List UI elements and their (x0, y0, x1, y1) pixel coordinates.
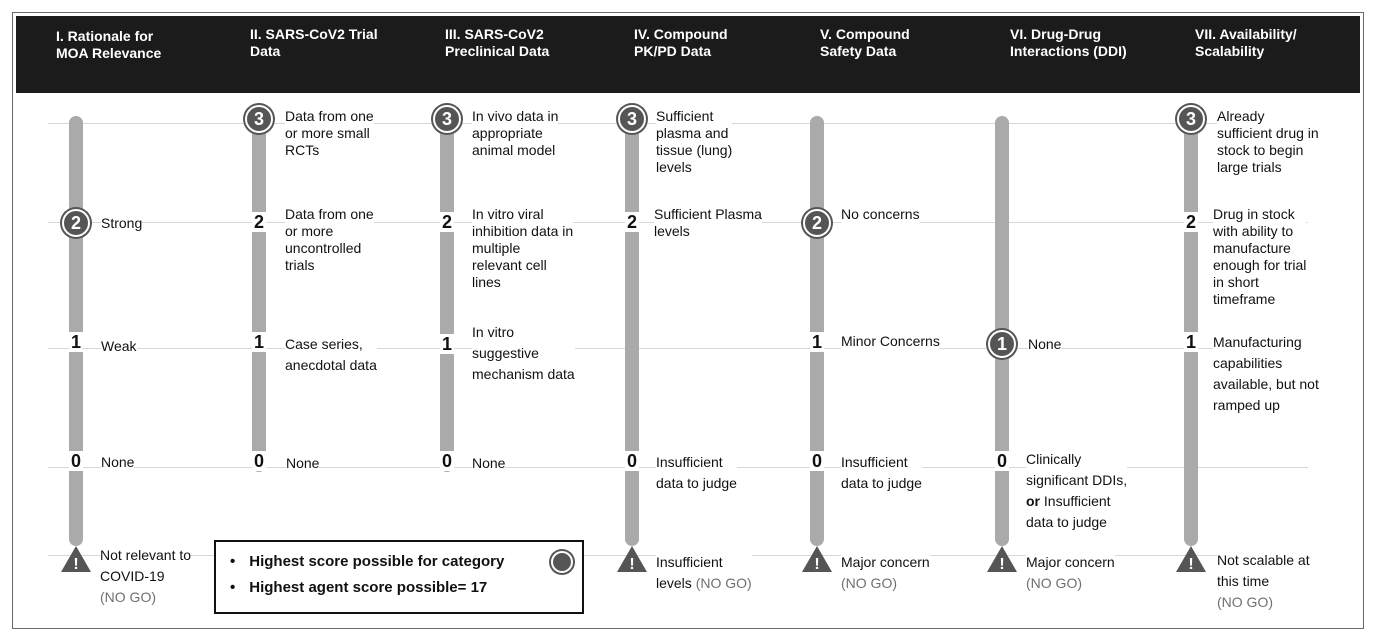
col7-no-go-tag: (NO GO) (1217, 594, 1273, 610)
col1-no-go-tag: (NO GO) (100, 589, 156, 605)
col2-max-score-badge: 3 (245, 105, 273, 133)
col4-level-2-label: Sufficient Plasma levels (654, 206, 762, 240)
col5-no-go-label: Major concern (NO GO) (841, 552, 930, 594)
svg-text:!: ! (73, 556, 78, 573)
svg-text:!: ! (814, 556, 819, 573)
col2-score-1: 1 (252, 332, 266, 352)
header-bar (16, 16, 1360, 93)
col7-score-2: 2 (1184, 212, 1198, 232)
col6-score-0: 0 (995, 451, 1009, 471)
col4-level-3-label: Sufficient plasma and tissue (lung) leve… (656, 108, 733, 176)
col2-score-0: 0 (252, 451, 266, 471)
col1-no-go-label: Not relevant to COVID-19 (NO GO) (100, 545, 192, 608)
col5-score-1: 1 (810, 332, 824, 352)
col6-no-go-text: Major concern (1026, 554, 1115, 570)
col7-level-2-label: Drug in stock with ability to manufactur… (1213, 206, 1307, 308)
col4-level-0-label: Insufficient data to judge (656, 452, 737, 494)
col4-header: IV. Compound PK/PD Data (634, 26, 728, 59)
col6-no-go-tag: (NO GO) (1026, 575, 1082, 591)
col7-track (1184, 116, 1198, 546)
col7-max-score-badge: 3 (1177, 105, 1205, 133)
col2-level-3-label: Data from one or more small RCTs (285, 108, 374, 159)
col2-level-0-label: None (286, 455, 320, 472)
col1-level-0-label: None (101, 454, 135, 471)
col6-level-0-text-c: Insufficient data to judge (1026, 493, 1111, 530)
col4-max-score-badge: 3 (618, 105, 646, 133)
col7-level-3-label: Already sufficient drug in stock to begi… (1217, 108, 1319, 176)
col4-score-2: 2 (625, 212, 639, 232)
col7-warning-icon: ! (1176, 546, 1206, 573)
col4-no-go-text: Insufficient levels (656, 554, 723, 591)
legend-bullet-2: • (230, 579, 236, 596)
col1-level-2-label: Strong (101, 215, 143, 232)
col1-no-go-text: Not relevant to COVID-19 (100, 547, 192, 584)
col1-warning-icon: ! (61, 546, 91, 573)
col4-score-0: 0 (625, 451, 639, 471)
col5-level-0-label: Insufficient data to judge (841, 452, 922, 494)
col3-level-3-label: In vivo data in appropriate animal model (472, 108, 559, 159)
col5-no-go-tag: (NO GO) (841, 575, 897, 591)
guide-line-level-1 (48, 348, 1308, 349)
col5-track (810, 116, 824, 546)
col6-no-go-label: Major concern (NO GO) (1026, 552, 1115, 594)
col5-score-0: 0 (810, 451, 824, 471)
col1-level-1-label: Weak (101, 338, 137, 355)
col3-level-0-label: None (472, 455, 506, 472)
col6-level-0-text-a: Clinically significant DDIs, (1026, 451, 1128, 488)
col7-level-1-label: Manufacturing capabilities available, bu… (1213, 332, 1319, 416)
col5-max-score-badge: 2 (803, 209, 831, 237)
col5-level-2-label: No concerns (841, 206, 920, 223)
legend-text-2: Highest agent score possible= 17 (249, 579, 488, 596)
col3-level-1-label: In vitro suggestive mechanism data (472, 322, 575, 385)
col1-score-0: 0 (69, 451, 83, 471)
col7-score-1: 1 (1184, 332, 1198, 352)
col4-track (625, 116, 639, 546)
col2-level-2-label: Data from one or more uncontrolled trial… (285, 206, 374, 274)
col5-warning-icon: ! (802, 546, 832, 573)
legend-box: • Highest score possible for category • Hi… (214, 540, 584, 614)
col6-header: VI. Drug-Drug Interactions (DDI) (1010, 26, 1127, 59)
col3-track (440, 116, 454, 472)
col1-track (69, 116, 83, 546)
col3-level-2-label: In vitro viral inhibition data in multip… (472, 206, 574, 291)
legend-item-max-agent: • Highest agent score possible= 17 (230, 579, 487, 597)
col7-header: VII. Availability/ Scalability (1195, 26, 1297, 59)
svg-text:!: ! (1188, 556, 1193, 573)
col4-warning-icon: ! (617, 546, 647, 573)
col6-level-0-label: Clinically significant DDIs, or Insuffici… (1026, 449, 1128, 533)
col4-no-go-label: Insufficient levels (NO GO) (656, 552, 752, 594)
col4-no-go-tag: (NO GO) (695, 575, 752, 591)
col1-header: I. Rationale for MOA Relevance (56, 28, 162, 61)
col3-score-1: 1 (440, 334, 454, 354)
legend-item-max-category: • Highest score possible for category (230, 553, 504, 571)
col2-level-1-label: Case series, anecdotal data (285, 334, 377, 376)
svg-text:!: ! (629, 556, 634, 573)
svg-text:!: ! (999, 556, 1004, 573)
col5-header: V. Compound Safety Data (820, 26, 910, 59)
legend-text-1: Highest score possible for category (249, 553, 505, 570)
col1-score-1: 1 (69, 332, 83, 352)
col5-level-1-label: Minor Concerns (841, 333, 940, 350)
col3-score-0: 0 (440, 451, 454, 471)
col6-max-score-badge: 1 (988, 330, 1016, 358)
col3-header: III. SARS-CoV2 Preclinical Data (445, 26, 550, 59)
col1-max-score-badge: 2 (62, 209, 90, 237)
col3-max-score-badge: 3 (433, 105, 461, 133)
col2-track (252, 116, 266, 472)
col7-no-go-label: Not scalable at this time (NO GO) (1217, 550, 1310, 613)
col7-no-go-text: Not scalable at this time (1217, 552, 1310, 589)
figure-frame (12, 12, 1364, 629)
col6-level-1-label: None (1028, 336, 1062, 353)
legend-bullet-1: • (230, 553, 236, 570)
col5-no-go-text: Major concern (841, 554, 930, 570)
col6-level-0-or: or (1026, 493, 1040, 509)
col3-score-2: 2 (440, 212, 454, 232)
col2-score-2: 2 (252, 212, 266, 232)
col2-header: II. SARS-CoV2 Trial Data (250, 26, 378, 59)
legend-circle-icon (551, 551, 573, 573)
col6-warning-icon: ! (987, 546, 1017, 573)
